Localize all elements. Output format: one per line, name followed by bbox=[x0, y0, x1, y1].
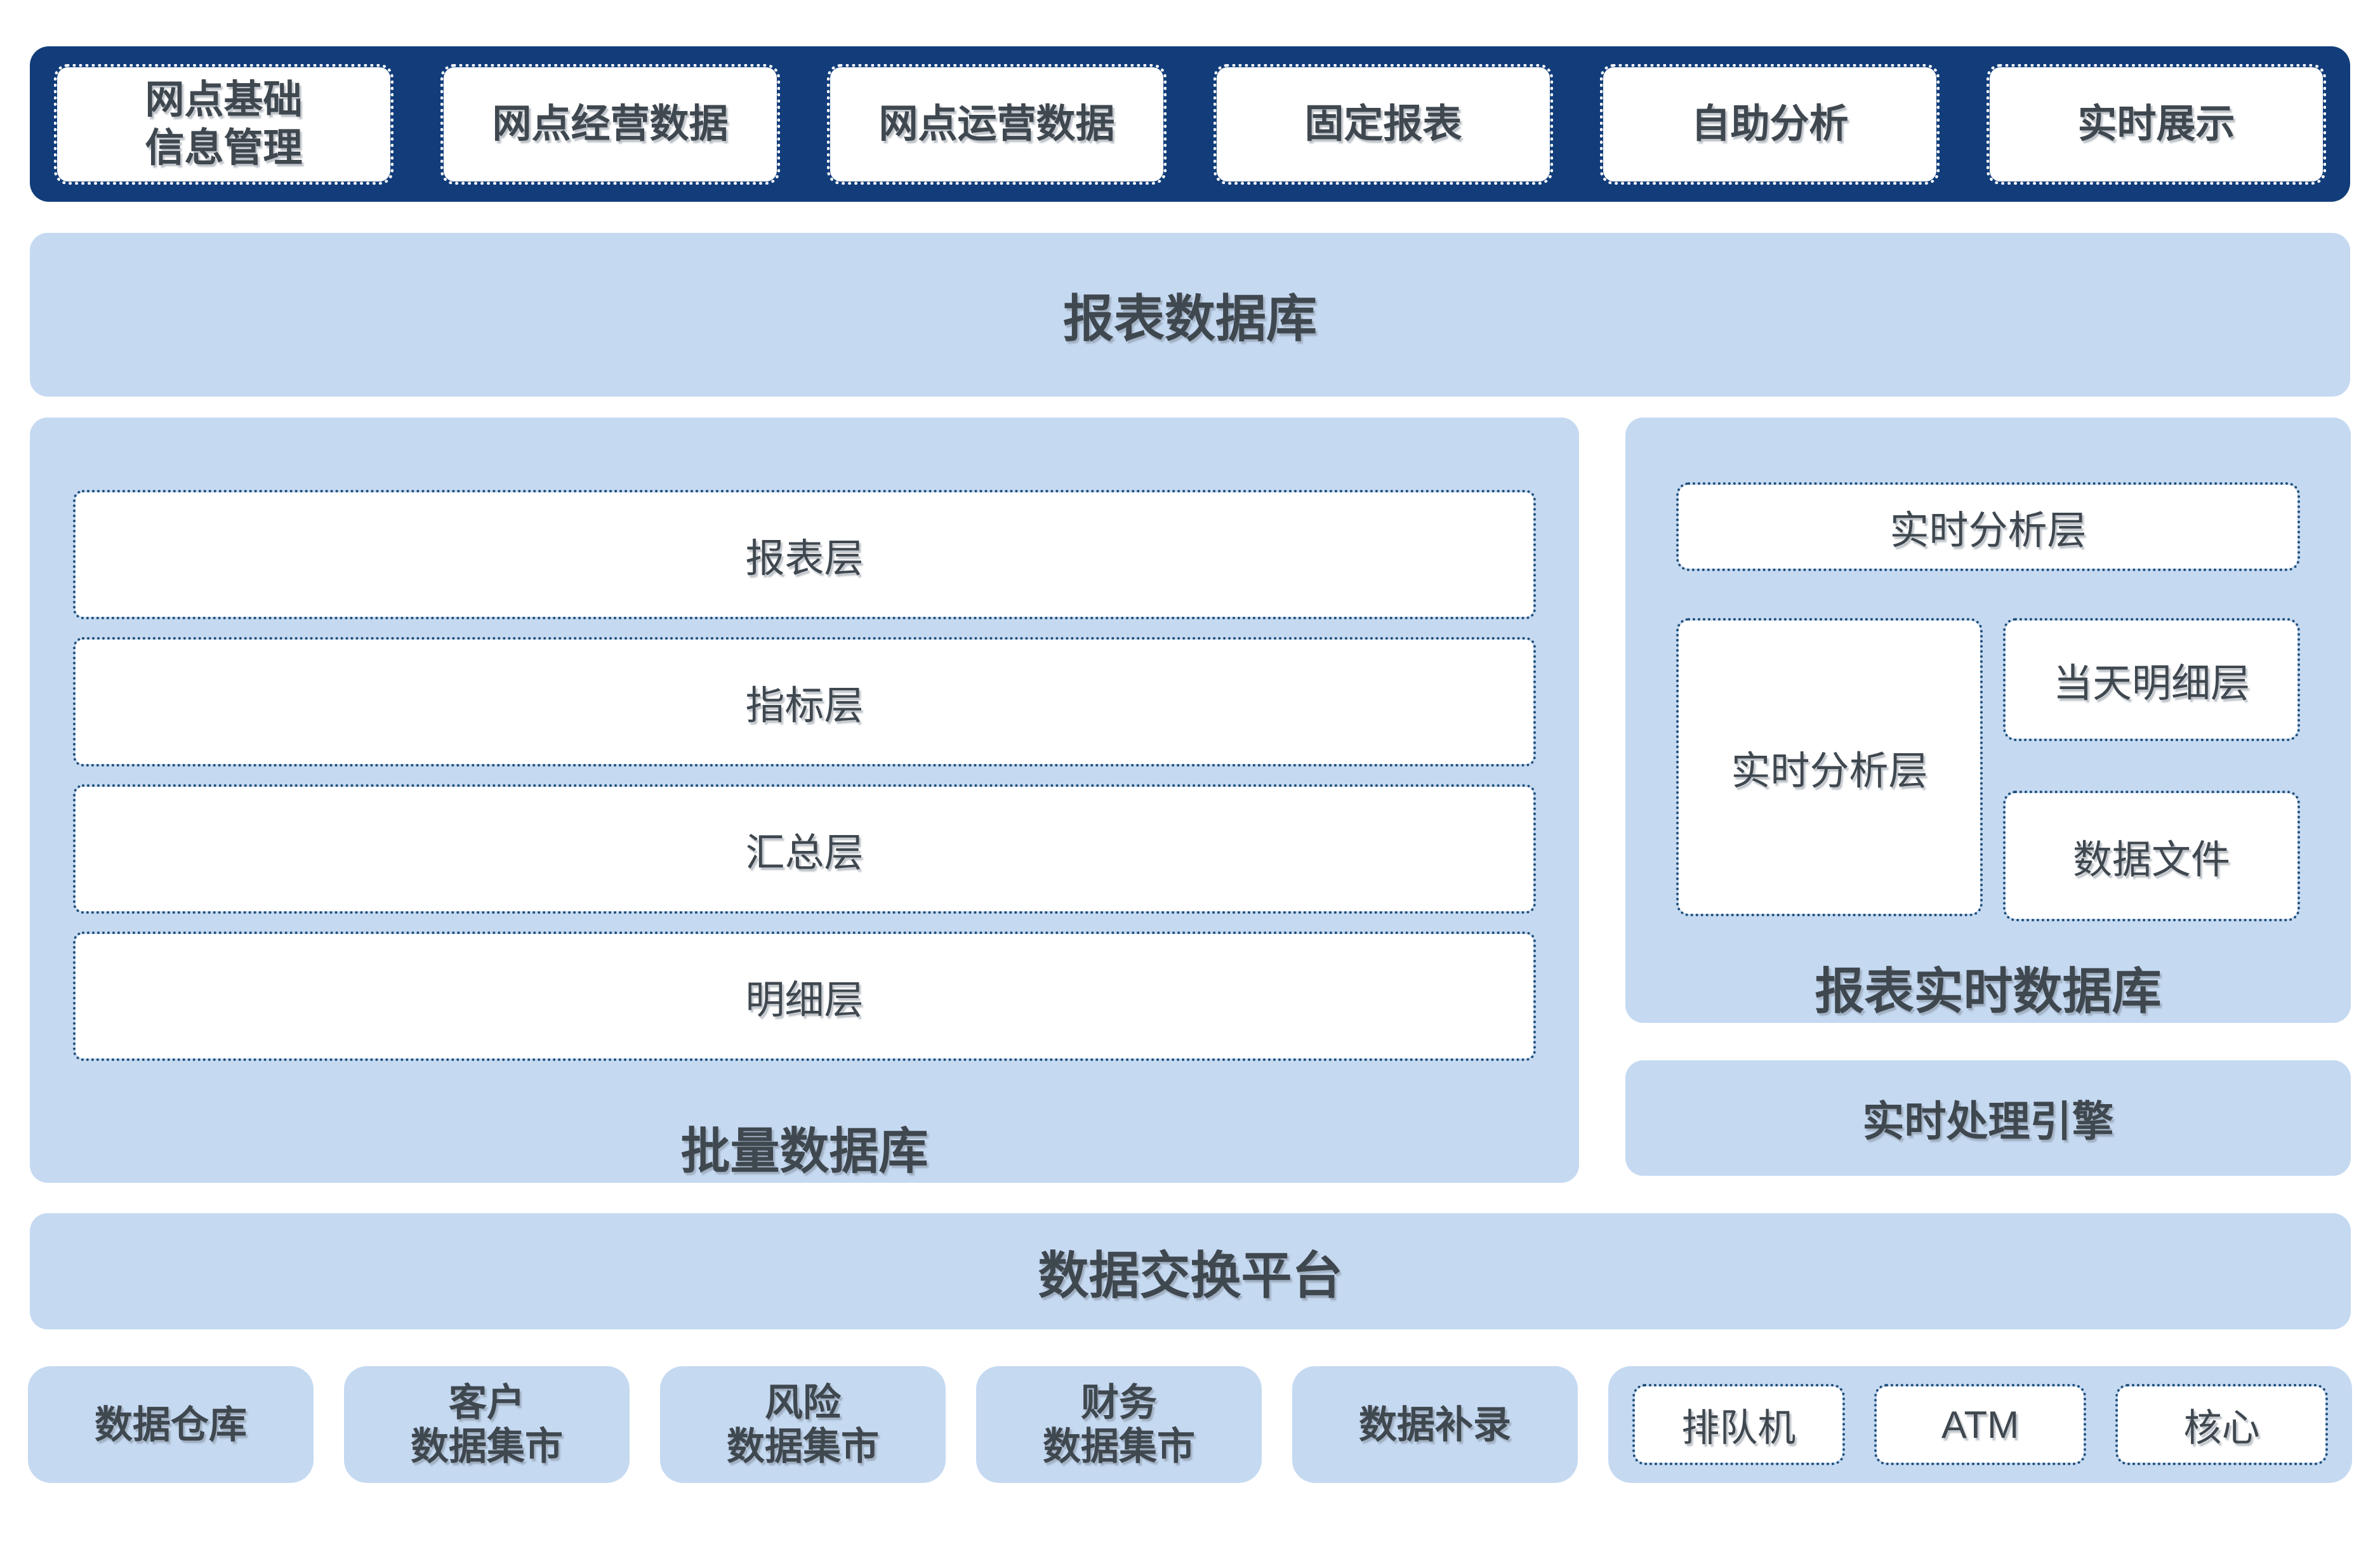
realtime-panel-right-column: 当天明细层 数据文件 bbox=[2003, 618, 2300, 921]
branch-business-data-box: 网点经营数据 bbox=[440, 63, 780, 185]
detail-layer-box: 明细层 bbox=[73, 931, 1536, 1061]
customer-data-mart-box: 客户 数据集市 bbox=[344, 1366, 630, 1483]
branch-operation-data-box: 网点运营数据 bbox=[827, 63, 1167, 185]
branch-basic-info-box: 网点基础 信息管理 bbox=[54, 63, 393, 185]
report-database-band: 报表数据库 bbox=[30, 233, 2350, 397]
indicator-layer-box: 指标层 bbox=[73, 637, 1536, 767]
data-supplement-box: 数据补录 bbox=[1292, 1366, 1578, 1483]
data-file-box: 数据文件 bbox=[2003, 791, 2300, 921]
realtime-processing-engine-band: 实时处理引擎 bbox=[1625, 1060, 2351, 1176]
queue-machine-box: 排队机 bbox=[1632, 1384, 1845, 1465]
risk-data-mart-box: 风险 数据集市 bbox=[660, 1366, 946, 1483]
application-layer-bar: 网点基础 信息管理 网点经营数据 网点运营数据 固定报表 自助分析 实时展示 bbox=[30, 46, 2350, 202]
report-layer-box: 报表层 bbox=[73, 490, 1536, 619]
realtime-database-title: 报表实时数据库 bbox=[1815, 963, 2162, 1019]
realtime-analysis-layer-box: 实时分析层 bbox=[1676, 618, 1983, 916]
realtime-display-box: 实时展示 bbox=[1987, 63, 2326, 185]
realtime-database-panel: 实时分析层 实时分析层 当天明细层 数据文件 报表实时数据库 bbox=[1625, 418, 2351, 1023]
finance-data-mart-box: 财务 数据集市 bbox=[976, 1366, 1262, 1483]
batch-database-panel: 报表层 指标层 汇总层 明细层 批量数据库 bbox=[30, 418, 1579, 1183]
source-systems-row: 数据仓库 客户 数据集市 风险 数据集市 财务 数据集市 数据补录 排队机 AT… bbox=[28, 1366, 2352, 1483]
batch-database-title: 批量数据库 bbox=[680, 1123, 929, 1179]
atm-box: ATM bbox=[1874, 1384, 2087, 1465]
realtime-panel-lower-group: 实时分析层 当天明细层 数据文件 bbox=[1676, 618, 2300, 921]
channel-source-group: 排队机 ATM 核心 bbox=[1608, 1366, 2352, 1483]
self-service-analysis-box: 自助分析 bbox=[1600, 63, 1940, 185]
core-system-box: 核心 bbox=[2115, 1384, 2329, 1465]
realtime-analysis-layer-top-box: 实时分析层 bbox=[1676, 482, 2300, 571]
data-exchange-platform-band: 数据交换平台 bbox=[30, 1213, 2351, 1329]
today-detail-layer-box: 当天明细层 bbox=[2003, 618, 2300, 741]
summary-layer-box: 汇总层 bbox=[73, 784, 1536, 914]
data-warehouse-box: 数据仓库 bbox=[28, 1366, 314, 1483]
fixed-report-box: 固定报表 bbox=[1213, 63, 1553, 185]
